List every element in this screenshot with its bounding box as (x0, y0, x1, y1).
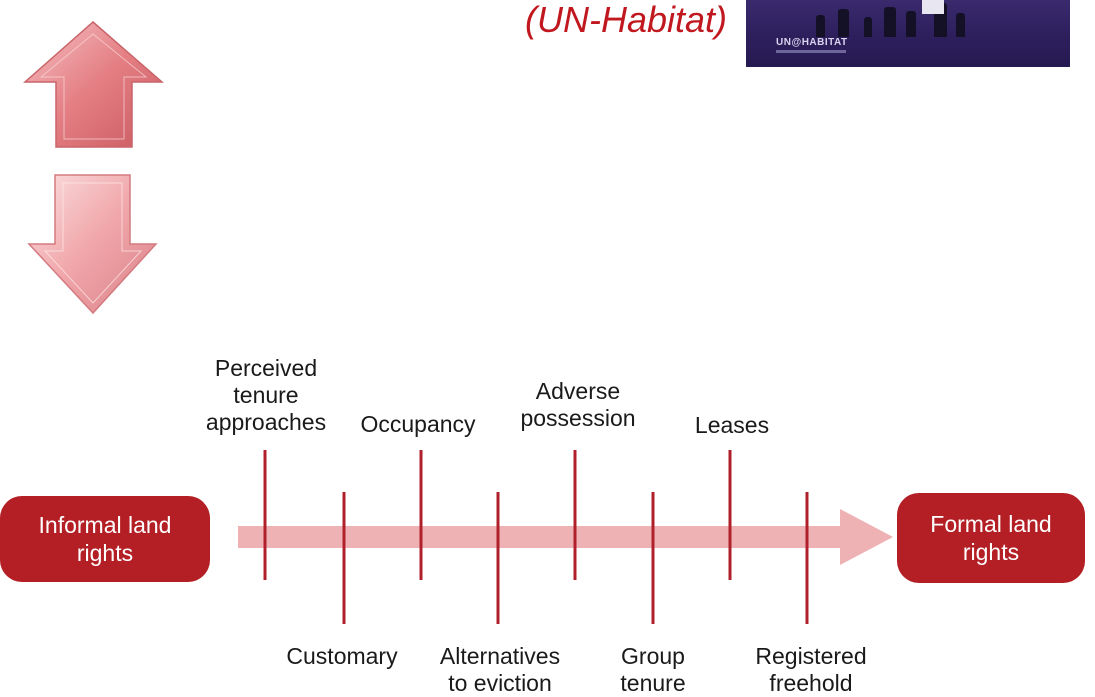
down-arrow-icon (27, 174, 158, 315)
formal-land-rights-box: Formal land rights (897, 493, 1085, 583)
term-group-tenure: Group tenure (620, 643, 686, 696)
term-alternatives-to-eviction: Alternatives to eviction (439, 643, 561, 696)
informal-land-rights-box: Informal land rights (0, 496, 210, 582)
term-customary: Customary (286, 643, 398, 669)
cover-tagline (776, 50, 846, 53)
up-arrow-icon (23, 21, 165, 148)
un-habitat-logo: UN@HABITAT (776, 37, 848, 48)
un-habitat-cover-image: UN@HABITAT (746, 0, 1070, 67)
tenure-ticks (263, 450, 809, 624)
term-perceived-tenure-approaches: Perceived tenure approaches (205, 355, 327, 435)
source-label: (UN-Habitat) (524, 0, 727, 40)
term-adverse-possession: Adverse possession (520, 378, 636, 431)
term-occupancy: Occupancy (360, 411, 476, 437)
continuum-arrow (238, 509, 893, 565)
term-registered-freehold: Registered freehold (755, 643, 867, 696)
placard-icon (922, 0, 944, 14)
term-leases: Leases (694, 412, 770, 438)
